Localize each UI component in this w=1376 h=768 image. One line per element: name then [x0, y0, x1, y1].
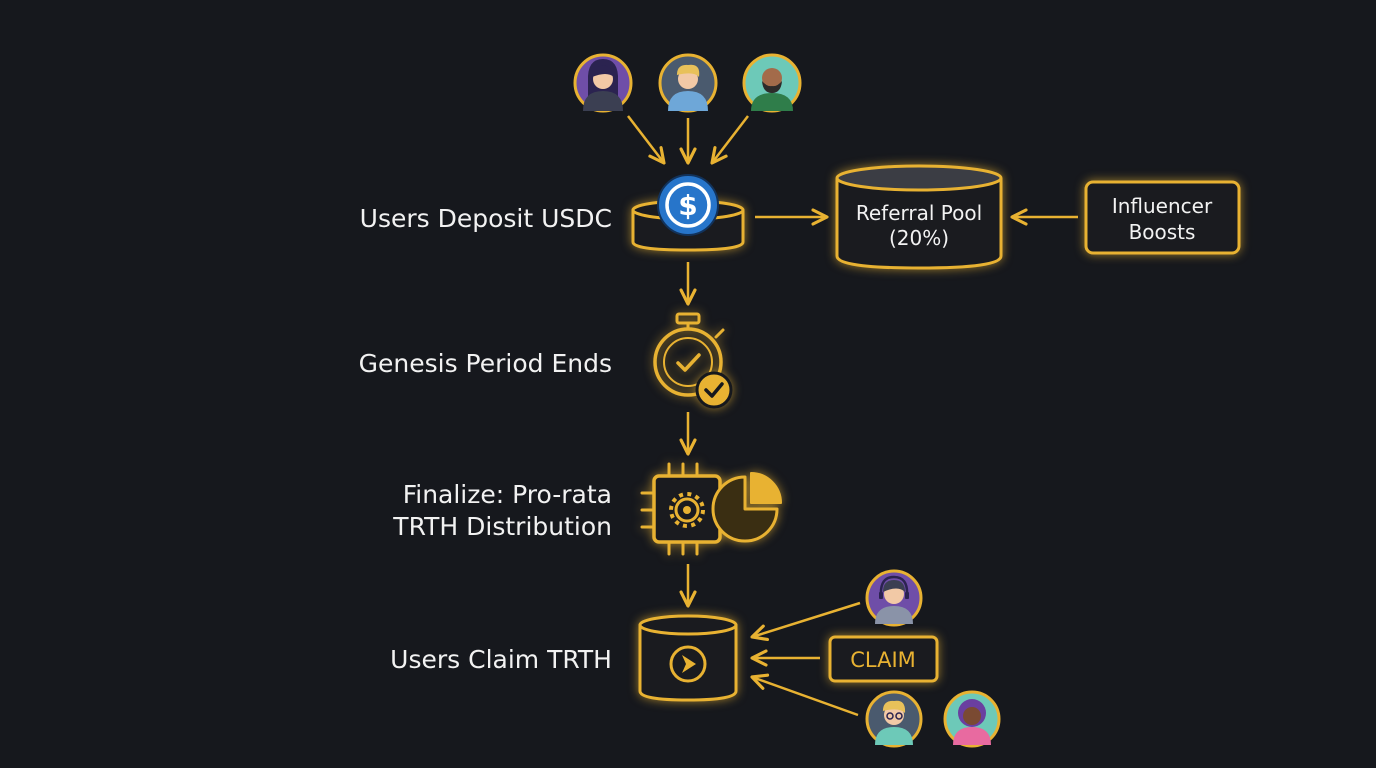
claim-button-label: CLAIM — [850, 648, 916, 672]
svg-text:$: $ — [678, 189, 697, 222]
user-avatar-bearded-man-icon — [751, 68, 793, 111]
referral-pool — [835, 164, 1003, 270]
depositor-avatar — [573, 53, 633, 113]
deposit-label: Users Deposit USDC — [360, 204, 612, 233]
trth-vault-icon — [669, 645, 707, 683]
influencer-boosts-box — [1084, 180, 1241, 255]
user-avatar-headset-icon — [875, 575, 913, 624]
arrow-depositor-1 — [627, 115, 666, 165]
referral-pool-title: Referral Pool — [856, 201, 982, 225]
user-avatar-man-icon — [668, 64, 708, 111]
user-avatar-curly-hair-icon — [953, 699, 991, 745]
user-avatar-glasses-icon — [875, 700, 913, 745]
depositor-avatar — [658, 53, 718, 113]
genesis-label: Genesis Period Ends — [359, 349, 612, 378]
influencer-boosts-line2: Boosts — [1129, 220, 1196, 244]
depositor-avatar — [742, 53, 802, 113]
arrow-depositor-3 — [710, 115, 749, 165]
claimer-avatar — [943, 690, 1001, 748]
finalize-label-line1: Finalize: Pro-rata — [403, 480, 612, 509]
claim-label: Users Claim TRTH — [390, 645, 612, 674]
usdc-coin-icon: $ — [657, 174, 719, 236]
stopwatch-check-icon — [653, 312, 733, 409]
arrow-from-claimer-bottom — [750, 673, 859, 717]
influencer-boosts-line1: Influencer — [1112, 194, 1213, 218]
claimer-avatar — [865, 690, 923, 748]
referral-pool-share: (20%) — [889, 226, 949, 250]
claimer-avatar — [865, 569, 923, 627]
claim-button[interactable]: CLAIM — [828, 635, 939, 683]
chip-pie-icon — [640, 462, 782, 556]
claim-vault — [638, 614, 738, 702]
user-avatar-woman-icon — [583, 59, 623, 111]
arrow-from-claimer-top — [750, 601, 861, 642]
finalize-label-line2: TRTH Distribution — [392, 512, 612, 541]
